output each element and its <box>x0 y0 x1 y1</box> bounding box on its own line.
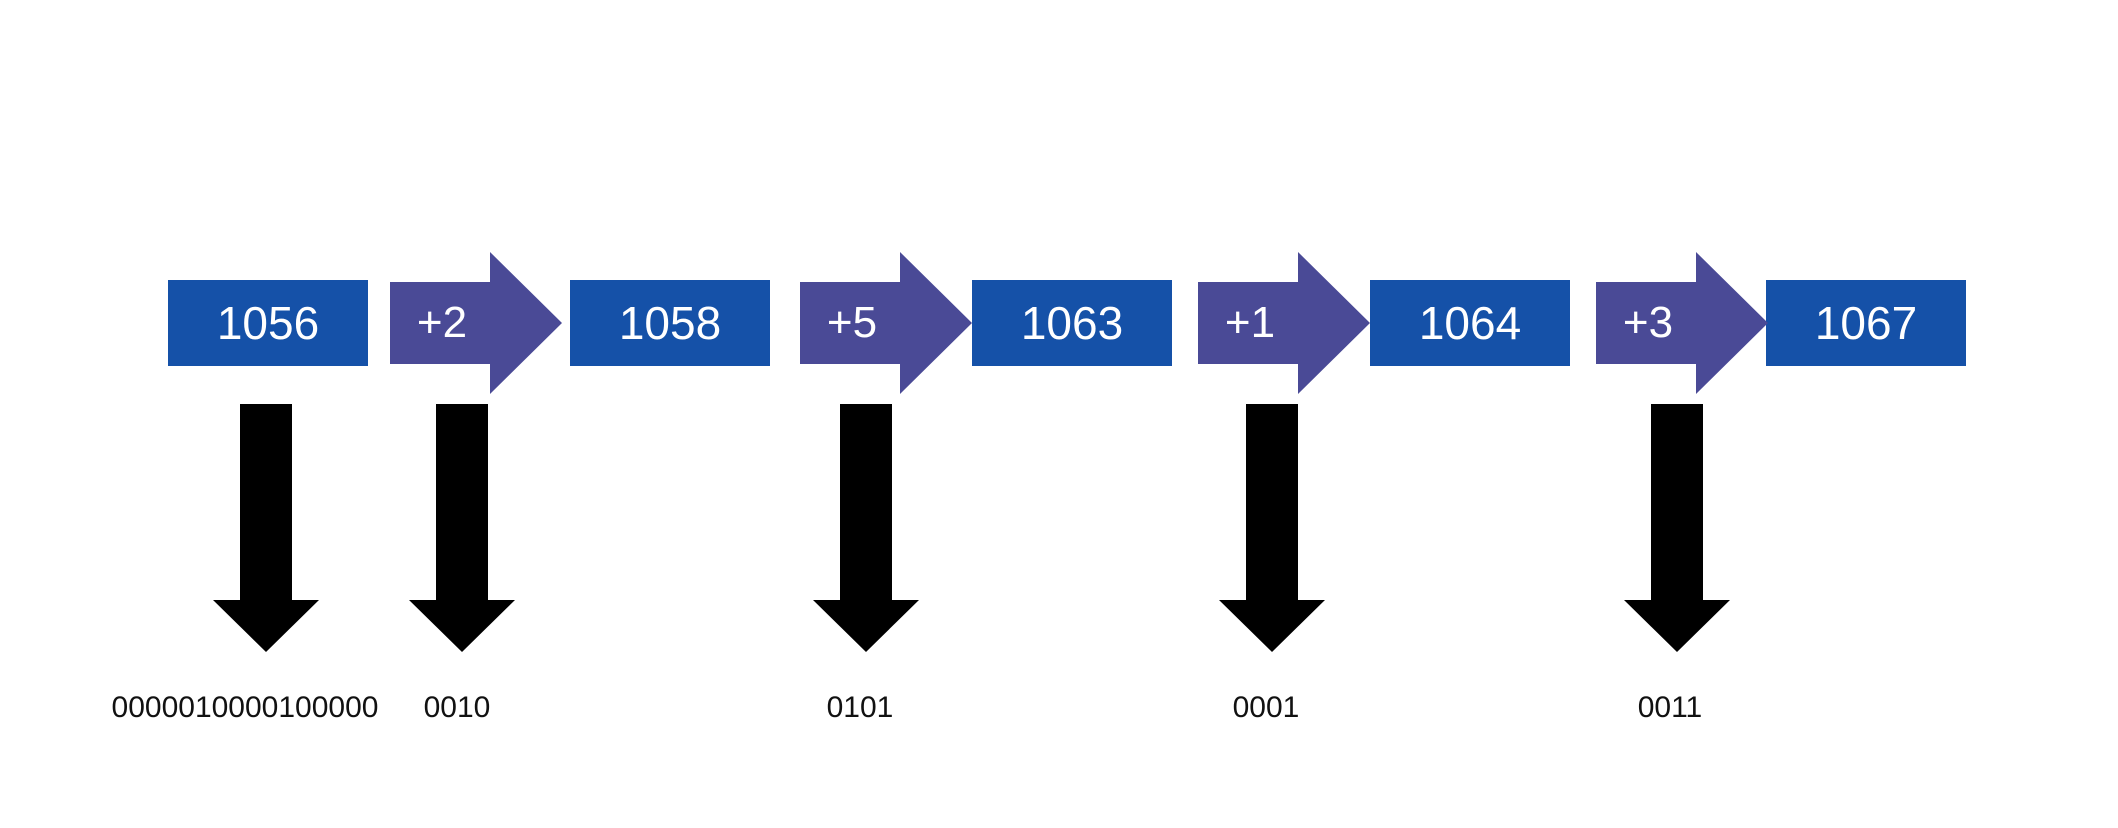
value-box-1063: 1063 <box>972 280 1172 366</box>
down-arrow-icon <box>409 404 515 652</box>
delta-label: +2 <box>416 298 468 347</box>
encoding-label-3: 0101 <box>826 691 894 724</box>
delta-label: +1 <box>1224 298 1276 347</box>
value-box-1058: 1058 <box>570 280 770 366</box>
right-arrow-icon <box>800 252 972 394</box>
value-box-1056: 1056 <box>168 280 368 366</box>
encoding-label-2: 0010 <box>423 691 491 724</box>
value-box-1067: 1067 <box>1766 280 1966 366</box>
encoding-label-1: 0000010000100000 <box>111 691 379 724</box>
delta-label: +3 <box>1622 298 1674 347</box>
delta-arrow-3: +1 <box>1198 252 1370 394</box>
down-arrow-1 <box>213 404 319 652</box>
delta-arrow-1: +2 <box>390 252 562 394</box>
down-arrow-icon <box>213 404 319 652</box>
right-arrow-icon <box>1596 252 1768 394</box>
delta-arrow-2: +5 <box>800 252 972 394</box>
down-arrow-4 <box>1219 404 1325 652</box>
encoding-label-4: 0001 <box>1232 691 1300 724</box>
right-arrow-icon <box>1198 252 1370 394</box>
down-arrow-2 <box>409 404 515 652</box>
delta-label: +5 <box>826 298 878 347</box>
delta-arrow-4: +3 <box>1596 252 1768 394</box>
encoding-label-5: 0011 <box>1637 691 1703 724</box>
down-arrow-icon <box>1219 404 1325 652</box>
down-arrow-5 <box>1624 404 1730 652</box>
value-box-1064: 1064 <box>1370 280 1570 366</box>
down-arrow-icon <box>813 404 919 652</box>
right-arrow-icon <box>390 252 562 394</box>
down-arrow-3 <box>813 404 919 652</box>
down-arrow-icon <box>1624 404 1730 652</box>
